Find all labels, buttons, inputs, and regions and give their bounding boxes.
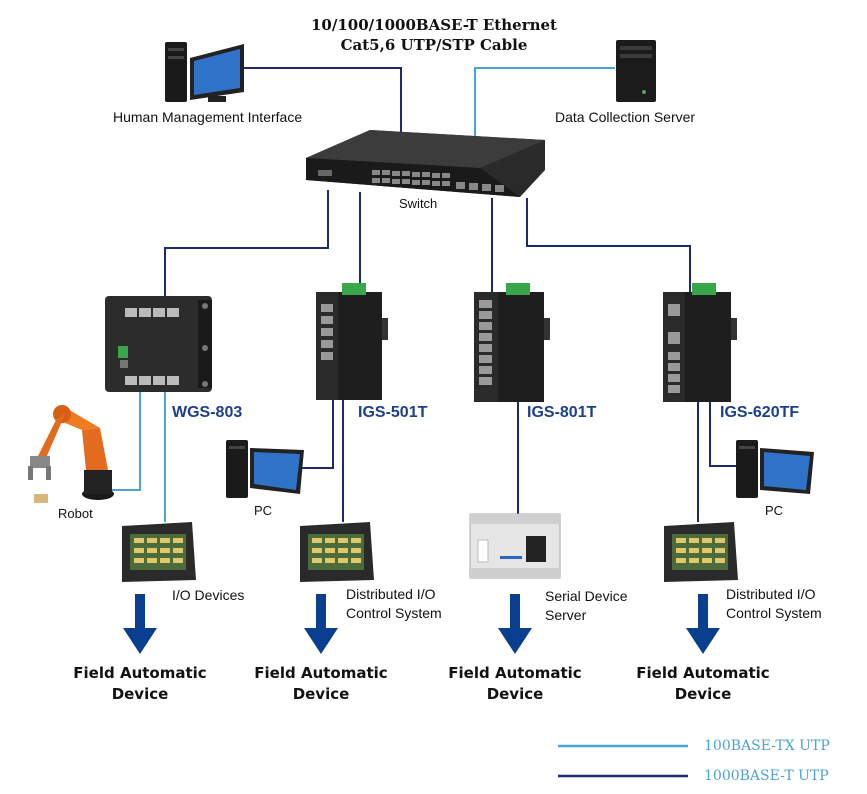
igs501t-switch-icon	[316, 283, 388, 400]
field-device-line2: Device	[111, 685, 169, 703]
field-device-line2: Device	[486, 685, 544, 703]
serial-label-1: Serial Device	[545, 588, 628, 604]
link-robot	[112, 392, 141, 491]
arrow-down-icon	[123, 594, 157, 654]
field-device-line1: Field Automatic	[636, 664, 770, 682]
hmi-label: Human Management Interface	[113, 109, 303, 125]
hmi-link	[244, 67, 402, 133]
field-device-line2: Device	[292, 685, 350, 703]
link-pc-right	[709, 400, 740, 467]
main-switch-icon	[306, 130, 545, 197]
igs801t-switch-icon	[474, 283, 550, 402]
igs620tf-switch-icon	[663, 283, 737, 402]
field-device-line1: Field Automatic	[448, 664, 582, 682]
field-device-line2: Device	[674, 685, 732, 703]
robot-arm-icon	[28, 405, 114, 503]
model-igs801t: IGS-801T	[527, 404, 597, 421]
serial-server-icon	[469, 513, 561, 579]
server-icon	[616, 40, 656, 102]
dio-right-label-1: Distributed I/O	[726, 586, 816, 602]
io-devices-label: I/O Devices	[172, 587, 245, 603]
server-label: Data Collection Server	[555, 109, 696, 125]
legend-1000base-label: 1000BASE-T UTP	[704, 768, 829, 784]
pc-left-icon	[226, 440, 304, 498]
pc-right-label: PC	[765, 503, 784, 518]
dio-right-label-2: Control System	[726, 605, 822, 621]
dio-left-label-2: Control System	[346, 605, 442, 621]
serial-label-2: Server	[545, 607, 587, 623]
field-device-line1: Field Automatic	[73, 664, 207, 682]
hmi-computer-icon	[165, 42, 244, 102]
link-wgs803	[164, 190, 329, 296]
link-pc-left	[300, 400, 334, 469]
model-igs501t: IGS-501T	[358, 404, 428, 421]
cable-title-line2: Cat5,6 UTP/STP Cable	[340, 36, 528, 54]
io-devices-icon	[122, 522, 196, 582]
dio-left-icon	[300, 522, 374, 582]
arrow-down-icon	[686, 594, 720, 654]
cable-title-line1: 10/100/1000BASE-T Ethernet	[311, 16, 557, 34]
field-device-label: Field Automatic Device	[60, 663, 220, 705]
dio-right-icon	[664, 522, 738, 582]
model-wgs803: WGS-803	[172, 404, 243, 421]
model-igs620tf: IGS-620TF	[720, 404, 800, 421]
field-device-label: Field Automatic Device	[435, 663, 595, 705]
down-arrows	[123, 594, 720, 654]
legend-100base-label: 100BASE-TX UTP	[704, 738, 830, 754]
arrow-down-icon	[304, 594, 338, 654]
switch-label: Switch	[399, 196, 438, 211]
field-device-line1: Field Automatic	[254, 664, 388, 682]
field-device-label: Field Automatic Device	[623, 663, 783, 705]
dio-left-label-1: Distributed I/O	[346, 586, 436, 602]
field-device-label: Field Automatic Device	[241, 663, 401, 705]
pc-right-icon	[736, 440, 814, 498]
server-link	[474, 67, 615, 138]
pc-left-label: PC	[254, 503, 273, 518]
robot-label: Robot	[58, 506, 93, 521]
wgs803-switch-icon	[105, 296, 212, 392]
link-igs620tf	[526, 198, 691, 294]
arrow-down-icon	[498, 594, 532, 654]
